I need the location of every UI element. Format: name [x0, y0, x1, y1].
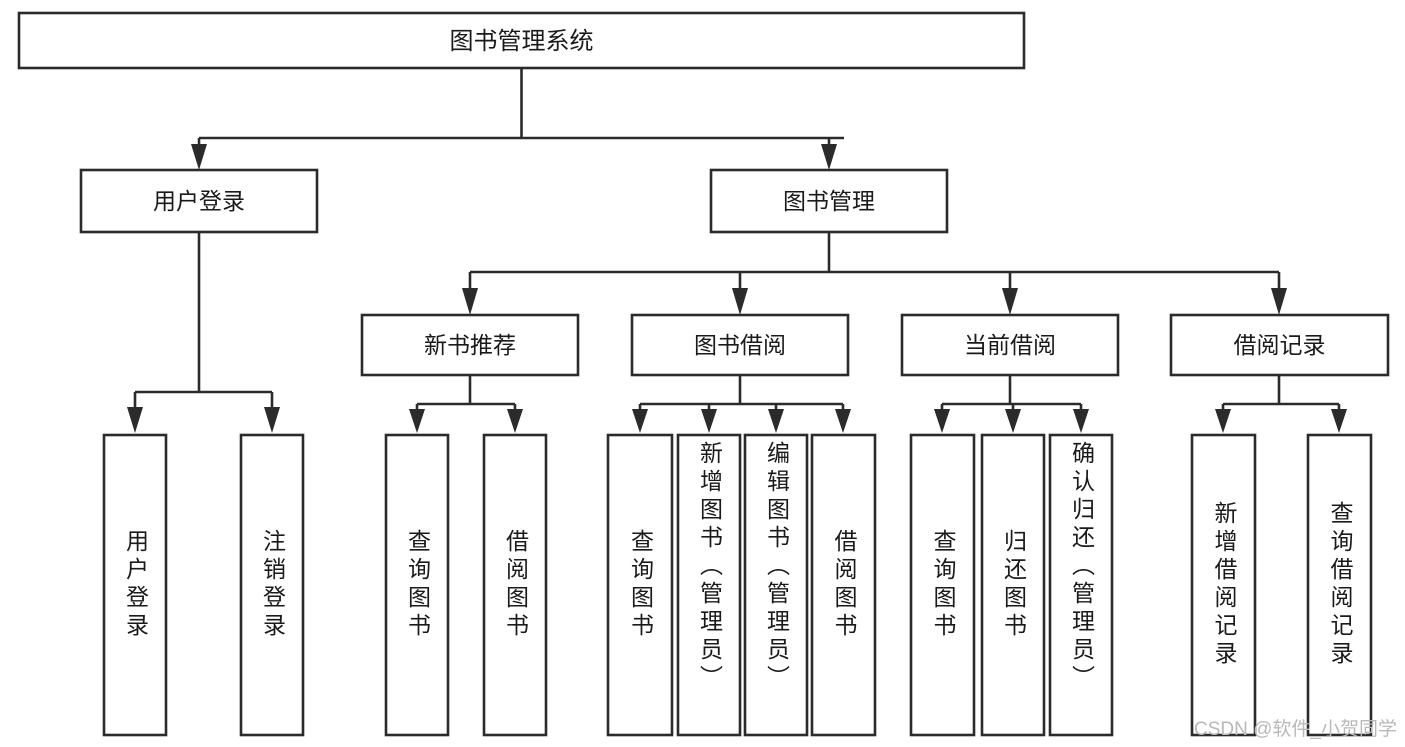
- node-user-login-rect[interactable]: [79, 168, 319, 234]
- node-leaf-query-book-3-rect[interactable]: [909, 433, 976, 737]
- node-current-borrow-label: 当前借阅: [964, 332, 1056, 358]
- connector-layer: [127, 68, 1347, 433]
- arrowhead-borrow-record: [1271, 288, 1287, 315]
- node-leaf-borrow-book-1-rect[interactable]: [482, 433, 548, 737]
- node-leaf-confirm-return-admin-rect[interactable]: [1048, 433, 1114, 737]
- node-current-borrow-rect[interactable]: [900, 313, 1120, 377]
- node-user-login[interactable]: 用户登录: [79, 168, 319, 234]
- arrowhead-leaf-query-record: [1331, 409, 1347, 433]
- arrowhead-leaf-borrow-book-1: [507, 409, 523, 433]
- node-book-borrow-label: 图书借阅: [694, 332, 786, 358]
- arrowhead-new-book-rec: [462, 288, 478, 315]
- node-leaf-return-book-rect[interactable]: [980, 433, 1046, 737]
- arrowhead-leaf-logout: [264, 407, 280, 433]
- node-leaf-edit-book-admin-rect[interactable]: [743, 433, 809, 737]
- node-leaf-borrow-book-2-rect[interactable]: [810, 433, 877, 737]
- node-leaf-query-book-2-rect[interactable]: [606, 433, 674, 737]
- arrowhead-leaf-add-record: [1215, 409, 1231, 433]
- node-current-borrow[interactable]: 当前借阅: [900, 313, 1120, 377]
- node-leaf-query-record-rect[interactable]: [1306, 433, 1373, 737]
- node-new-book-rec-label: 新书推荐: [424, 332, 516, 358]
- arrowhead-leaf-query-book-3: [934, 409, 950, 433]
- arrowhead-book-borrow: [732, 288, 748, 315]
- arrowhead-leaf-user-login: [127, 407, 143, 433]
- node-new-book-rec[interactable]: 新书推荐: [360, 313, 580, 377]
- arrowhead-user-login: [191, 144, 207, 170]
- node-leaf-logout-rect[interactable]: [239, 433, 305, 737]
- node-leaf-add-book-admin-rect[interactable]: [676, 433, 742, 737]
- arrowhead-leaf-query-book-2: [632, 409, 648, 433]
- node-leaf-query-book-1-rect[interactable]: [384, 433, 450, 737]
- node-borrow-record-label: 借阅记录: [1234, 332, 1326, 358]
- node-root-label: 图书管理系统: [450, 28, 594, 55]
- csdn-watermark: CSDN @软件_小贺同学: [1194, 719, 1397, 740]
- node-borrow-record-rect[interactable]: [1169, 313, 1390, 377]
- node-leaf-add-record-rect[interactable]: [1190, 433, 1257, 737]
- node-book-mgmt[interactable]: 图书管理: [709, 168, 949, 234]
- node-leaf-user-login-rect[interactable]: [102, 433, 168, 737]
- node-root[interactable]: 图书管理系统: [17, 11, 1026, 70]
- node-new-book-rec-rect[interactable]: [360, 313, 580, 377]
- arrowhead-leaf-borrow-book-2: [835, 409, 851, 433]
- arrowhead-leaf-return-book: [1005, 409, 1021, 433]
- arrowhead-leaf-edit-book-admin: [768, 409, 784, 433]
- arrowhead-current-borrow: [1002, 288, 1018, 315]
- node-layer: 图书管理系统 用户登录 图书管理 新书推荐 图书借阅 当前借阅: [17, 11, 1390, 737]
- node-user-login-label: 用户登录: [153, 188, 245, 214]
- arrowhead-leaf-add-book-admin: [701, 409, 717, 433]
- node-book-mgmt-label: 图书管理: [783, 188, 875, 214]
- arrowhead-book-mgmt: [821, 144, 837, 170]
- node-book-borrow[interactable]: 图书借阅: [630, 313, 850, 377]
- node-book-mgmt-rect[interactable]: [709, 168, 949, 234]
- node-book-borrow-rect[interactable]: [630, 313, 850, 377]
- node-borrow-record[interactable]: 借阅记录: [1169, 313, 1390, 377]
- node-root-rect[interactable]: [17, 11, 1026, 70]
- arrowhead-leaf-confirm-return-admin: [1073, 409, 1089, 433]
- arrowhead-leaf-query-book-1: [409, 409, 425, 433]
